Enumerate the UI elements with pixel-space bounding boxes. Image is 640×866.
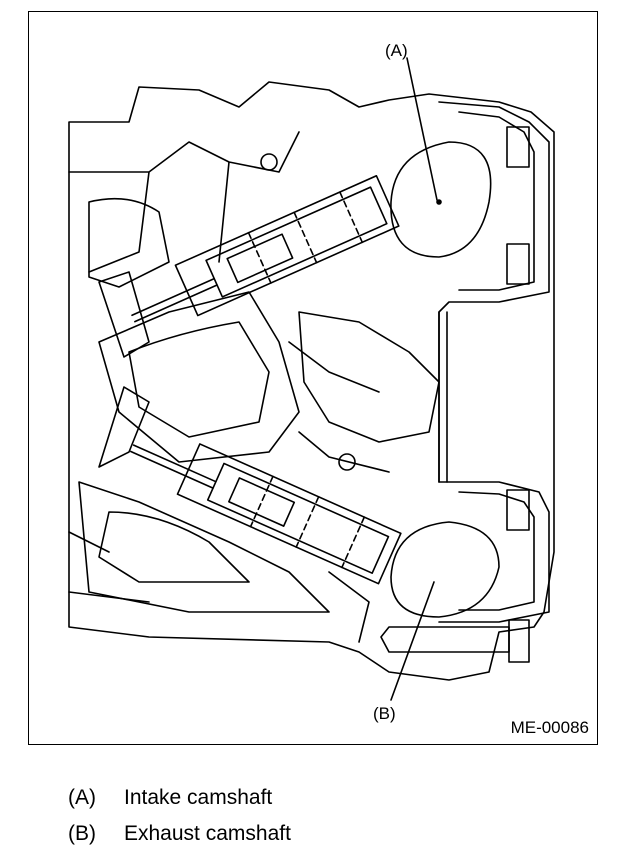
oil-hole-lower <box>338 453 356 471</box>
intake-valve-assembly <box>131 174 400 323</box>
callout-a: (A) <box>385 41 408 60</box>
web-rib <box>288 341 390 473</box>
cap-bolt-upper <box>506 126 530 168</box>
legend: (A) Intake camshaft (B) Exhaust camshaft <box>68 780 291 852</box>
lower-port <box>78 481 330 613</box>
head-casting-outline <box>68 81 555 681</box>
cam-carrier-inner <box>458 111 535 611</box>
legend-label: Intake camshaft <box>124 786 273 809</box>
callout-b: (B) <box>373 704 396 723</box>
upper-web <box>68 131 300 273</box>
legend-key: (A) <box>68 786 96 809</box>
leader-line-a <box>406 57 438 201</box>
intake-valve-boss <box>98 271 150 358</box>
central-web-inner <box>128 321 270 438</box>
cap-bolt-exhaust <box>506 489 530 531</box>
intake-camshaft-lobe <box>390 141 492 258</box>
exhaust-camshaft-lobe <box>390 521 500 618</box>
exhaust-valve-assembly <box>129 443 402 585</box>
lower-web <box>68 531 370 643</box>
lower-port-inner <box>98 511 250 583</box>
figure-id: ME-00086 <box>510 718 589 737</box>
cylinder-head-diagram: (A) (B) ME-00086 <box>28 11 598 745</box>
exhaust-valve-boss <box>98 386 150 468</box>
bolt-shank <box>380 626 510 653</box>
upper-port <box>88 197 170 288</box>
intake-camshaft-center <box>436 199 442 205</box>
legend-key: (B) <box>68 822 96 845</box>
leader-line-b <box>390 581 435 701</box>
central-web-right <box>298 311 440 443</box>
cylinder-head-drawing <box>68 57 555 701</box>
legend-item-b: (B) Exhaust camshaft <box>68 816 291 852</box>
bolt-head <box>508 619 530 663</box>
legend-item-a: (A) Intake camshaft <box>68 780 291 816</box>
central-web <box>98 291 300 463</box>
legend-label: Exhaust camshaft <box>124 822 291 845</box>
cap-bolt-lower <box>506 243 530 285</box>
oil-hole-upper <box>260 153 278 171</box>
